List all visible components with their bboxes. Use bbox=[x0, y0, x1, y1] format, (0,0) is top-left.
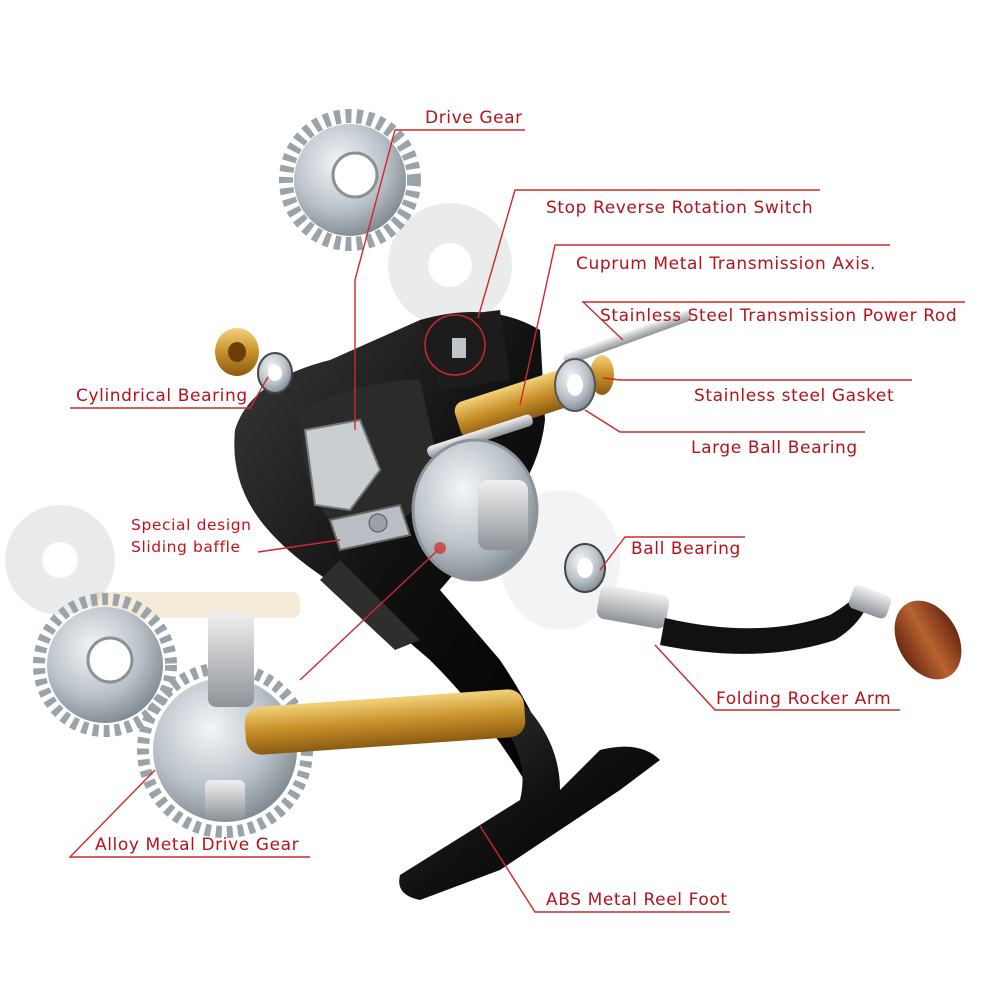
leader-baffle bbox=[257, 539, 341, 553]
rotor-disc-part bbox=[411, 438, 539, 582]
ball-bearing-part bbox=[564, 543, 606, 593]
leader-large-bearing bbox=[584, 409, 865, 433]
leader-ball-bearing bbox=[599, 536, 745, 571]
label-alloy-drive-gear: Alloy Metal Drive Gear bbox=[95, 835, 300, 855]
leader-power-rod bbox=[581, 301, 965, 341]
label-drive-gear: Drive Gear bbox=[425, 108, 523, 128]
label-gasket: Stainless steel Gasket bbox=[694, 386, 895, 406]
leader-lines bbox=[68, 129, 965, 913]
label-stop-reverse-switch: Stop Reverse Rotation Switch bbox=[546, 198, 814, 218]
stop-reverse-switch-part bbox=[420, 310, 510, 390]
leader-alloy-gear bbox=[68, 769, 310, 858]
label-cuprum-axis: Cuprum Metal Transmission Axis. bbox=[576, 254, 876, 274]
leader-cylindrical-bearing bbox=[70, 376, 269, 409]
leader-cuprum-axis bbox=[519, 244, 890, 406]
label-baffle-line2: Sliding baffle bbox=[131, 538, 241, 556]
leader-drive-gear bbox=[354, 129, 525, 430]
folding-rocker-arm-part bbox=[596, 585, 962, 680]
ghost-gear-left bbox=[5, 505, 115, 615]
label-baffle-line1: Special design bbox=[131, 516, 252, 534]
drive-gear-part bbox=[279, 109, 421, 251]
ghost-brass-shaft bbox=[90, 592, 300, 618]
large-ball-bearing-part bbox=[554, 358, 596, 412]
ghost-gear-right bbox=[388, 203, 512, 327]
label-large-ball-bearing: Large Ball Bearing bbox=[691, 438, 858, 458]
leader-gasket bbox=[602, 377, 912, 381]
leader-stop-reverse bbox=[477, 189, 820, 319]
cylindrical-bearing-part bbox=[215, 328, 293, 394]
label-reel-foot: ABS Metal Reel Foot bbox=[546, 890, 728, 910]
leader-baffle-diagonal bbox=[299, 549, 439, 681]
label-power-rod: Stainless Steel Transmission Power Rod bbox=[600, 306, 958, 326]
leader-rocker-arm bbox=[654, 644, 900, 711]
label-ball-bearing: Ball Bearing bbox=[631, 539, 741, 559]
label-cylindrical-bearing: Cylindrical Bearing bbox=[76, 386, 248, 406]
power-rod-part bbox=[563, 310, 692, 365]
alloy-drive-gear-part bbox=[33, 593, 526, 838]
leader-reel-foot bbox=[479, 825, 730, 913]
label-rocker-arm: Folding Rocker Arm bbox=[716, 689, 892, 709]
